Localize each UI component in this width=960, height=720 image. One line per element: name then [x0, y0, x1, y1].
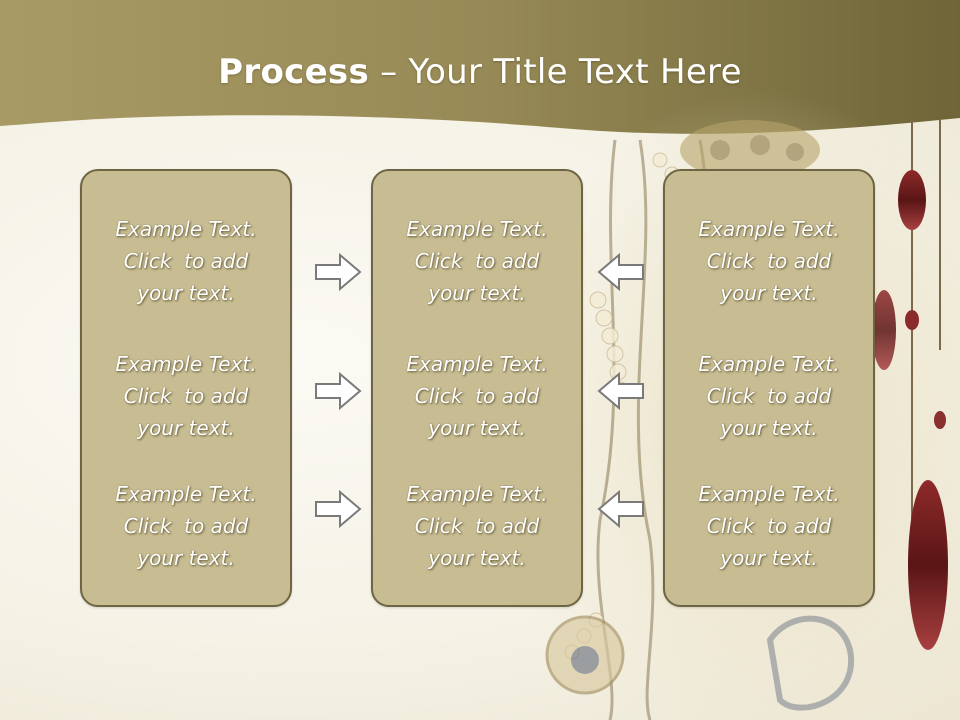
placeholder-line: Click to add: [123, 514, 249, 538]
title-bold: Process: [218, 52, 370, 92]
text-placeholder[interactable]: Example Text. Click to add your text.: [665, 478, 873, 574]
placeholder-line: Click to add: [123, 384, 249, 408]
placeholder-line: Example Text.: [115, 482, 257, 506]
process-box-center[interactable]: Example Text. Click to add your text. Exam…: [371, 169, 583, 607]
placeholder-line: Example Text.: [406, 482, 548, 506]
process-box-right[interactable]: Example Text. Click to add your text. Exam…: [663, 169, 875, 607]
slide-title[interactable]: Process – Your Title Text Here: [0, 52, 960, 92]
placeholder-line: your text.: [720, 281, 818, 305]
placeholder-line: Example Text.: [406, 217, 548, 241]
placeholder-line: Click to add: [414, 249, 540, 273]
arrow-right-icon[interactable]: [314, 372, 362, 410]
placeholder-line: Click to add: [414, 384, 540, 408]
placeholder-line: your text.: [428, 281, 526, 305]
placeholder-line: your text.: [428, 546, 526, 570]
text-placeholder[interactable]: Example Text. Click to add your text.: [82, 478, 290, 574]
placeholder-line: Click to add: [706, 384, 832, 408]
placeholder-line: Click to add: [123, 249, 249, 273]
arrow-right-icon[interactable]: [314, 253, 362, 291]
text-placeholder[interactable]: Example Text. Click to add your text.: [82, 213, 290, 309]
placeholder-line: Example Text.: [115, 352, 257, 376]
text-placeholder[interactable]: Example Text. Click to add your text.: [373, 348, 581, 444]
text-placeholder[interactable]: Example Text. Click to add your text.: [373, 478, 581, 574]
arrow-right-icon[interactable]: [314, 490, 362, 528]
title-rest: – Your Title Text Here: [369, 52, 742, 92]
placeholder-line: your text.: [720, 546, 818, 570]
placeholder-line: Example Text.: [698, 352, 840, 376]
text-placeholder[interactable]: Example Text. Click to add your text.: [373, 213, 581, 309]
text-placeholder[interactable]: Example Text. Click to add your text.: [82, 348, 290, 444]
placeholder-line: Click to add: [706, 514, 832, 538]
process-box-left[interactable]: Example Text. Click to add your text. Exam…: [80, 169, 292, 607]
placeholder-line: your text.: [137, 281, 235, 305]
placeholder-line: your text.: [428, 416, 526, 440]
placeholder-line: Example Text.: [406, 352, 548, 376]
arrow-left-icon[interactable]: [597, 253, 645, 291]
placeholder-line: your text.: [137, 546, 235, 570]
placeholder-line: Click to add: [706, 249, 832, 273]
text-placeholder[interactable]: Example Text. Click to add your text.: [665, 213, 873, 309]
placeholder-line: Example Text.: [698, 482, 840, 506]
placeholder-line: Example Text.: [115, 217, 257, 241]
placeholder-line: your text.: [137, 416, 235, 440]
text-placeholder[interactable]: Example Text. Click to add your text.: [665, 348, 873, 444]
placeholder-line: Click to add: [414, 514, 540, 538]
arrow-left-icon[interactable]: [597, 372, 645, 410]
placeholder-line: your text.: [720, 416, 818, 440]
placeholder-line: Example Text.: [698, 217, 840, 241]
arrow-left-icon[interactable]: [597, 490, 645, 528]
